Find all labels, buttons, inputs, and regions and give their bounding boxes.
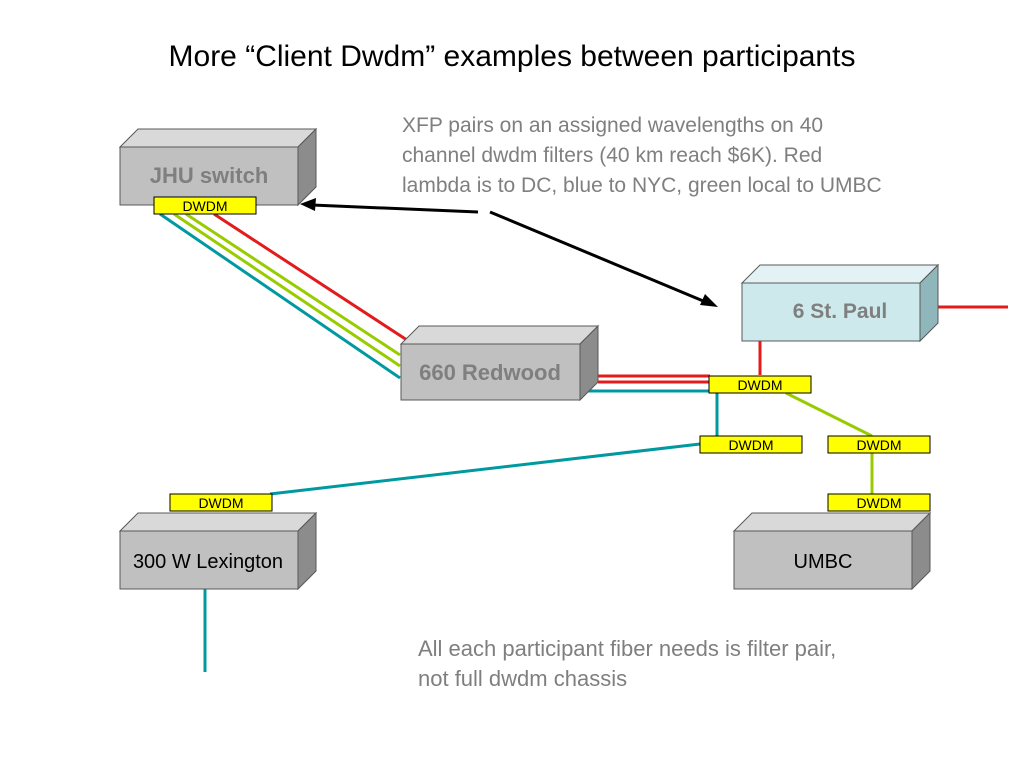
link-teal-to-lexington — [269, 442, 701, 496]
link-green-jhu-redwood — [185, 212, 401, 357]
node-jhu-label: JHU switch — [150, 163, 269, 188]
link-teal-jhu-redwood — [159, 212, 401, 380]
node-660-redwood: 660 Redwood — [399, 324, 600, 402]
page-title: More “Client Dwdm” examples between part… — [168, 40, 856, 73]
annotation-line: channel dwdm filters (40 km reach $6K). … — [402, 144, 823, 167]
dwdm-filter-jhu: DWDM — [153, 196, 257, 215]
annotation-line: XFP pairs on an assigned wavelengths on … — [402, 114, 824, 137]
dwdm-filter-mid: DWDM — [699, 435, 803, 454]
link-red-jhu-redwood — [213, 212, 411, 344]
node-umbc: UMBC — [732, 511, 932, 591]
annotation-line: All each participant fiber needs is filt… — [418, 636, 837, 661]
dwdm-filter-umbc-upper: DWDM — [827, 435, 931, 454]
callout-arrow — [300, 198, 718, 307]
node-umbc-label: UMBC — [794, 551, 853, 573]
dwdm-label: DWDM — [198, 495, 243, 511]
node-redwood-label: 660 Redwood — [419, 360, 561, 385]
dwdm-label: DWDM — [856, 495, 901, 511]
annotation-xfp-pairs: XFP pairs on an assigned wavelengths on … — [402, 111, 1002, 201]
link-green-hub-umbc — [785, 391, 873, 438]
dwdm-label: DWDM — [737, 377, 782, 393]
node-stpaul-label: 6 St. Paul — [793, 300, 888, 323]
annotation-line: lambda is to DC, blue to NYC, green loca… — [402, 174, 882, 197]
dwdm-filter-lexington: DWDM — [169, 493, 273, 512]
link-green2-jhu-redwood — [173, 212, 401, 368]
dwdm-label: DWDM — [182, 198, 227, 214]
node-lexington-label: 300 W Lexington — [133, 551, 283, 573]
fiber-links — [159, 212, 1008, 672]
dwdm-filter-umbc: DWDM — [827, 493, 931, 512]
annotation-filter-pair: All each participant fiber needs is filt… — [418, 634, 938, 694]
dwdm-filter-hub: DWDM — [708, 375, 812, 394]
node-6-st-paul: 6 St. Paul — [740, 263, 940, 343]
node-jhu-switch: JHU switch — [118, 127, 318, 207]
dwdm-label: DWDM — [728, 437, 773, 453]
dwdm-label: DWDM — [856, 437, 901, 453]
annotation-line: not full dwdm chassis — [418, 666, 628, 691]
node-300-w-lexington: 300 W Lexington — [118, 511, 318, 591]
